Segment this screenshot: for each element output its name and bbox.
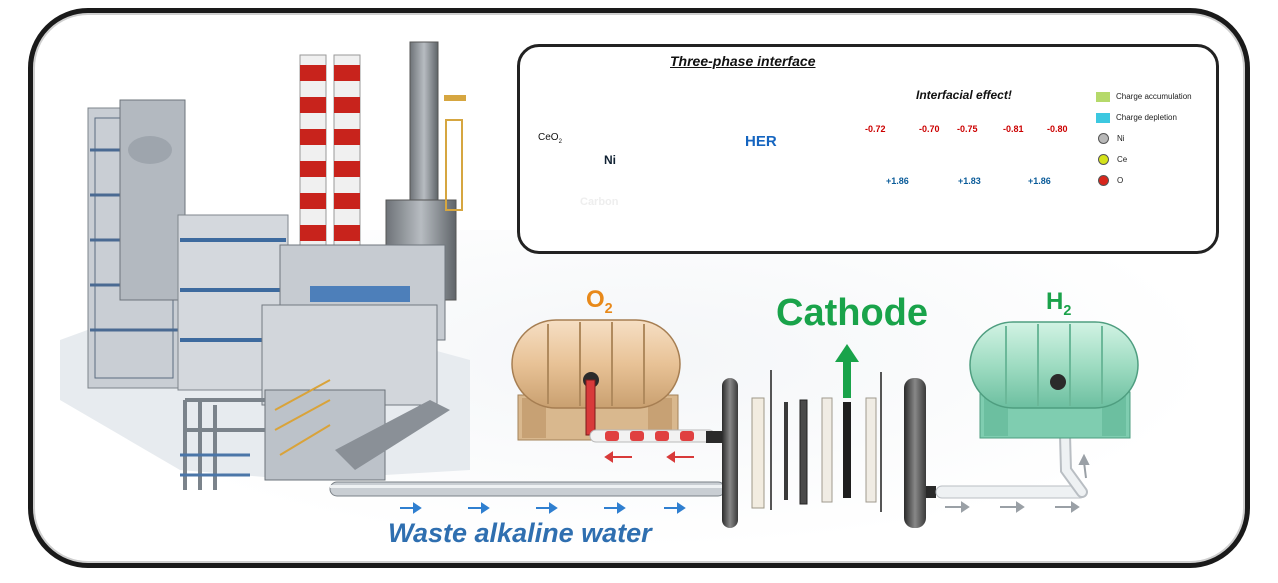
ni-charge-value: -0.70 bbox=[918, 124, 941, 134]
blue-flow-arrows bbox=[400, 502, 686, 514]
waste-water-pipe bbox=[329, 481, 726, 497]
o2-tank bbox=[511, 319, 722, 443]
legend-item-charge-depletion: Charge depletion bbox=[1096, 107, 1192, 128]
electrolyzer-stack bbox=[722, 370, 936, 528]
legend-dot bbox=[1098, 133, 1109, 144]
cathode-up-arrow-icon bbox=[835, 344, 859, 398]
ceo2-label: CeO2 bbox=[538, 132, 562, 145]
cathode-label: Cathode bbox=[776, 292, 928, 334]
interfacial-effect-title: Interfacial effect! bbox=[916, 88, 1012, 102]
ni-charge-value: -0.75 bbox=[956, 124, 979, 134]
red-flow-arrows bbox=[604, 451, 694, 463]
ni-charge-value: -0.80 bbox=[1046, 124, 1069, 134]
legend-dot bbox=[1098, 175, 1109, 186]
ni-label: Ni bbox=[604, 153, 616, 167]
legend-dot bbox=[1098, 154, 1109, 165]
ce-charge-value: +1.86 bbox=[886, 176, 909, 186]
legend-item-ni: Ni bbox=[1096, 128, 1192, 149]
chimney-right bbox=[333, 54, 361, 246]
h2-tank bbox=[969, 321, 1139, 439]
three-phase-interface-inset bbox=[517, 44, 1219, 254]
legend-swatch bbox=[1096, 112, 1110, 123]
legend-swatch bbox=[1096, 91, 1110, 102]
grey-flow-arrows bbox=[945, 453, 1090, 513]
ni-charge-value: -0.72 bbox=[864, 124, 887, 134]
carbon-label: Carbon bbox=[580, 196, 619, 208]
waste-alkaline-water-label: Waste alkaline water bbox=[388, 518, 652, 548]
legend-item-o: O bbox=[1096, 170, 1192, 191]
legend-item-ce: Ce bbox=[1096, 149, 1192, 170]
o2-label: O2 bbox=[586, 286, 613, 317]
inset-title: Three-phase interface bbox=[670, 53, 816, 69]
chimney-left bbox=[299, 54, 327, 246]
ni-charge-value: -0.81 bbox=[1002, 124, 1025, 134]
inset-legend: Charge accumulation Charge depletion Ni … bbox=[1096, 86, 1192, 191]
ce-charge-value: +1.83 bbox=[958, 176, 981, 186]
industrial-plant bbox=[60, 41, 470, 490]
her-label: HER bbox=[745, 133, 777, 150]
h2-label: H2 bbox=[1046, 288, 1072, 319]
legend-item-charge-accumulation: Charge accumulation bbox=[1096, 86, 1192, 107]
ce-charge-value: +1.86 bbox=[1028, 176, 1051, 186]
